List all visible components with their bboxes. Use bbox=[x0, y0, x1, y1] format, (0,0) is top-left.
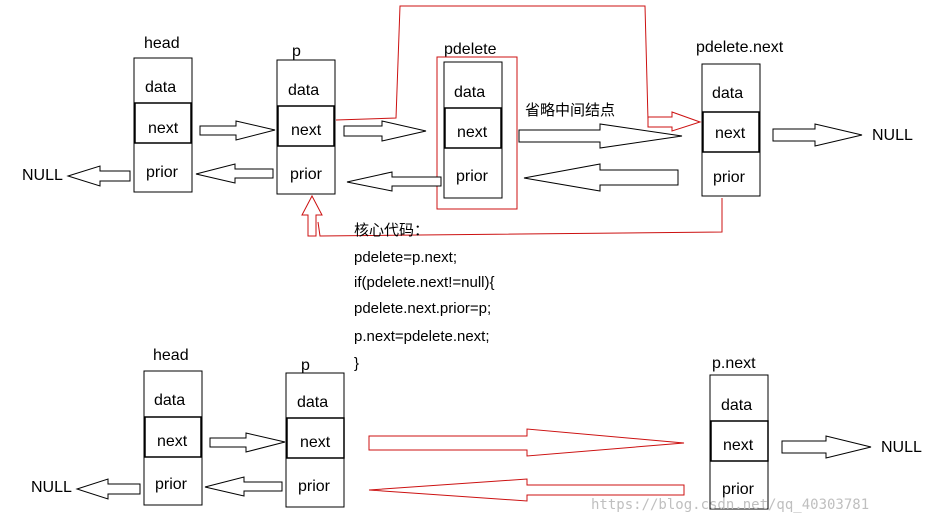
code-title: 核心代码： bbox=[354, 222, 429, 239]
bottom-p-next-node: p.next data next prior bbox=[709, 355, 769, 510]
top-p-data: data bbox=[288, 82, 319, 99]
red-arrow-bottom-pnext-to-p bbox=[368, 478, 685, 502]
core-code-block: 核心代码： pdelete=p.next; if(pdelete.next!=n… bbox=[354, 222, 495, 372]
arrow-top-pdelete-to-next bbox=[518, 123, 683, 149]
top-null-right: NULL bbox=[872, 127, 913, 144]
top-head-title: head bbox=[144, 35, 180, 52]
bottom-head-next: next bbox=[157, 433, 188, 450]
bottom-p-next-prior: prior bbox=[722, 481, 755, 498]
top-pdelete-prior: prior bbox=[456, 168, 489, 185]
top-pdelete-next-prior: prior bbox=[713, 169, 746, 186]
arrow-bottom-head-to-null bbox=[75, 478, 141, 500]
top-pdelete-next-data: data bbox=[712, 85, 743, 102]
bottom-p-node: p data next prior bbox=[285, 357, 345, 508]
red-arrow-bottom-p-to-pnext bbox=[368, 428, 685, 457]
omitted-nodes-label: 省略中间结点 bbox=[525, 102, 615, 119]
top-p-title: p bbox=[292, 43, 301, 60]
top-pdelete-title: pdelete bbox=[444, 41, 497, 58]
top-pdelete-next-node: pdelete.next data next prior bbox=[696, 39, 784, 197]
bottom-p-prior: prior bbox=[298, 478, 331, 495]
bottom-p-next-title: p.next bbox=[712, 355, 756, 372]
code-line-5: } bbox=[354, 355, 359, 372]
arrow-top-next-to-pdelete bbox=[523, 163, 679, 192]
arrow-bottom-head-to-p bbox=[209, 432, 286, 453]
watermark: https://blog.csdn.net/qq_40303781 bbox=[591, 497, 869, 513]
arrow-top-head-to-p bbox=[199, 120, 276, 141]
code-line-2: if(pdelete.next!=null){ bbox=[354, 274, 495, 291]
red-path-p-next-to-pdelete-next bbox=[335, 5, 649, 121]
code-line-1: pdelete=p.next; bbox=[354, 249, 457, 266]
top-pdelete-next-title: pdelete.next bbox=[696, 39, 784, 56]
red-path-next-prior-to-p bbox=[317, 198, 723, 237]
arrow-top-next-to-null bbox=[772, 123, 863, 147]
arrow-top-head-to-null bbox=[66, 165, 131, 187]
code-line-4: p.next=pdelete.next; bbox=[354, 328, 490, 345]
arrow-top-p-to-pdelete bbox=[343, 120, 427, 142]
bottom-p-next-data: data bbox=[721, 397, 752, 414]
top-p-prior: prior bbox=[290, 166, 323, 183]
top-head-prior: prior bbox=[146, 164, 179, 181]
bottom-p-title: p bbox=[301, 357, 310, 374]
top-head-node: head data next prior bbox=[133, 35, 193, 193]
bottom-head-title: head bbox=[153, 347, 189, 364]
bottom-p-next-next: next bbox=[723, 437, 754, 454]
top-p-node: p data next prior bbox=[276, 43, 336, 195]
top-pdelete-next: next bbox=[457, 124, 488, 141]
arrow-top-p-to-head bbox=[195, 163, 274, 184]
bottom-null-right: NULL bbox=[881, 439, 922, 456]
top-head-next: next bbox=[148, 120, 179, 137]
top-pdelete-node: pdelete data next prior bbox=[436, 41, 518, 210]
top-p-next: next bbox=[291, 122, 322, 139]
top-pdelete-next-next: next bbox=[715, 125, 746, 142]
bottom-p-data: data bbox=[297, 394, 328, 411]
arrow-top-pdelete-to-p bbox=[346, 171, 442, 192]
top-head-data: data bbox=[145, 79, 176, 96]
red-arrowhead-to-pdelete-next bbox=[647, 111, 702, 132]
bottom-head-node: head data next prior bbox=[143, 347, 203, 506]
arrow-bottom-pnext-to-null bbox=[781, 435, 872, 459]
bottom-head-data: data bbox=[154, 392, 185, 409]
top-null-left: NULL bbox=[22, 167, 63, 184]
arrow-bottom-p-to-head bbox=[204, 476, 283, 497]
bottom-p-next: next bbox=[300, 434, 331, 451]
bottom-head-prior: prior bbox=[155, 476, 188, 493]
code-line-3: pdelete.next.prior=p; bbox=[354, 300, 491, 317]
bottom-null-left: NULL bbox=[31, 479, 72, 496]
top-pdelete-data: data bbox=[454, 84, 485, 101]
red-arrowhead-to-p-prior bbox=[301, 194, 323, 237]
